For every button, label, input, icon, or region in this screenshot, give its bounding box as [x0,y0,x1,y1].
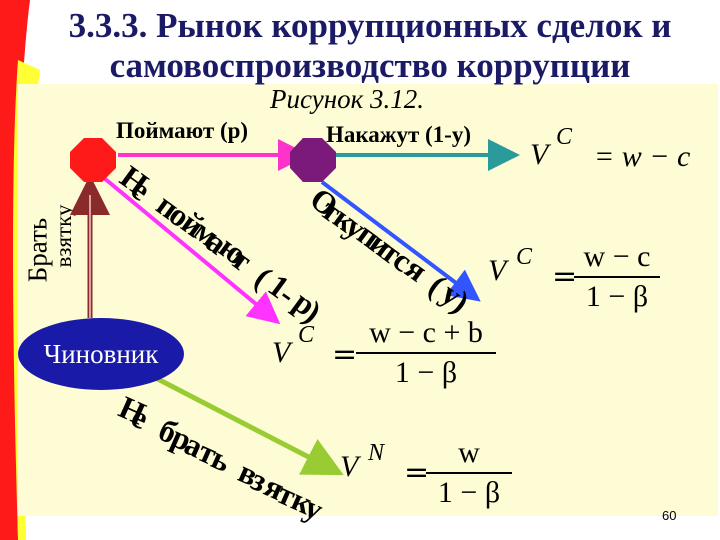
formula-3-denominator: 1 − β [394,356,458,389]
formula-2-sup: C [516,244,533,270]
arrow-buy-off [320,180,481,302]
formula-1-sup: C [556,124,573,150]
formula-1-lhs: V [530,138,549,171]
slide-title-line-1: 3.3.3. Рынок коррупционных сделок и [68,6,672,45]
page-number: 60 [662,508,677,523]
label-punish: Накажут (1-y) [326,122,471,147]
formula-3-lhs: V [272,336,291,369]
formula-4-denominator: 1 − β [437,476,501,509]
official-label: Чиновник [43,338,159,369]
formula-4-lhs: V [340,450,359,483]
slide-title-line-2: самовоспроизводство коррупции [109,46,631,85]
formula-4-eq: = [404,455,430,490]
buy-off-node [290,138,336,182]
formula-2-eq: = [552,259,578,294]
formula-3-numerator: w − c + b [369,316,483,349]
formula-3-eq: = [332,337,358,372]
arrow-not-catch [102,176,281,325]
arrow-not-take [148,372,344,476]
figure-caption: Рисунок 3.12. [270,84,425,114]
formula-2-numerator: w − c [583,240,651,273]
formula-4-sup: N [368,440,385,466]
label-catch: Поймают (p) [116,118,249,143]
formula-4-numerator: w [458,436,480,469]
formula-2-denominator: 1 − β [585,280,649,313]
formula-3-sup: C [298,322,315,348]
official-node: Чиновник [18,318,184,390]
formula-2-lhs: V [488,254,507,287]
catch-node [70,138,116,182]
formula-1-rhs: = w − c [594,140,691,173]
